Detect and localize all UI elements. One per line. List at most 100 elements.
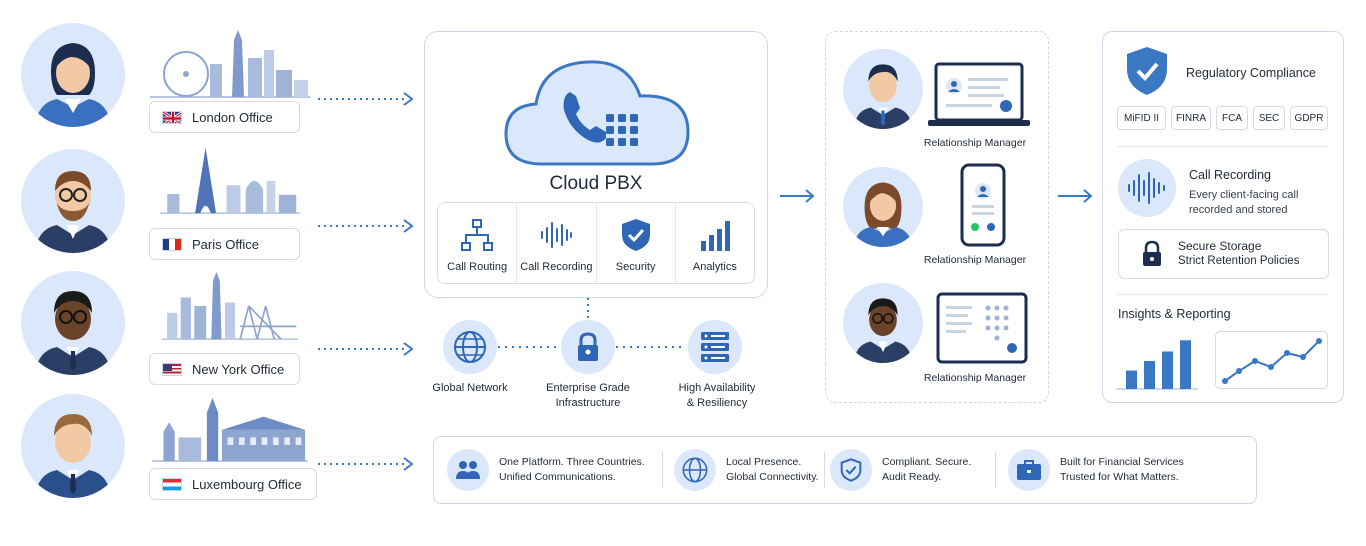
connector-arrow: [318, 457, 414, 471]
recording-icon-circle: [1118, 159, 1176, 217]
feature-label: Call Routing: [447, 261, 508, 273]
luxembourg-skyline-icon: [152, 397, 308, 462]
infra-high-availability: [688, 320, 742, 374]
tablet-dialpad-icon: [936, 292, 1028, 364]
arrow-right-icon: [1058, 189, 1093, 203]
banner-separator: [824, 452, 825, 488]
secure-storage-card: [1118, 229, 1329, 279]
insights-line-card: [1215, 331, 1328, 389]
infra-connector: [498, 346, 562, 348]
regulation-tag: FINRA: [1171, 106, 1211, 130]
server-icon: [701, 332, 729, 362]
shield-check-icon: [1127, 47, 1167, 95]
banner-separator: [662, 452, 663, 488]
connector-arrow: [318, 92, 414, 106]
trend-line-icon: [1222, 338, 1322, 384]
banner-line: Local Presence.: [726, 456, 802, 468]
infra-label-line: Infrastructure: [555, 397, 621, 409]
banner-line: Built for Financial Services: [1060, 456, 1184, 468]
office-name: New York Office: [192, 361, 285, 377]
avatar-london: [21, 23, 125, 127]
office-label-london: London Office: [149, 101, 300, 133]
feature-label: Analytics: [692, 261, 737, 273]
regulation-tag: SEC: [1253, 106, 1285, 130]
smartphone-crm-icon: [960, 163, 1006, 247]
infra-label-line: High Availability: [678, 382, 756, 394]
avatar-paris: [21, 149, 125, 253]
infra-label-line: Global Network: [432, 382, 508, 394]
banner-item-presence: Local Presence. Global Connectivity.: [674, 449, 819, 491]
office-name: Luxembourg Office: [192, 476, 302, 492]
manager-label: Relationship Manager: [923, 372, 1027, 384]
office-name: Paris Office: [192, 236, 259, 252]
infra-label-line: Enterprise Grade: [546, 382, 630, 394]
recording-title: Call Recording: [1189, 168, 1271, 182]
feature-call-routing: Call Routing: [438, 203, 518, 283]
manager-label: Relationship Manager: [923, 137, 1027, 149]
pbx-title: Cloud PBX: [549, 173, 643, 194]
lock-icon: [578, 332, 598, 361]
connector-arrow: [318, 219, 414, 233]
banner-line: Global Connectivity.: [726, 471, 819, 483]
newyork-skyline-icon: [162, 272, 298, 340]
manager-avatar: [843, 167, 923, 247]
banner-line: Audit Ready.: [882, 471, 942, 483]
compliance-panel: [1102, 31, 1344, 403]
managers-panel: [825, 31, 1049, 403]
feature-security: Security: [597, 203, 676, 283]
infra-global-network: [443, 320, 497, 374]
regulation-tag: FCA: [1216, 106, 1248, 130]
infra-label: High Availability & Resiliency: [652, 381, 782, 411]
pbx-features: Call Routing Call Recording Security Ana…: [437, 202, 755, 284]
infra-label: Global Network: [405, 381, 535, 396]
insights-bar-chart: [1116, 340, 1198, 390]
laptop-crm-icon: [928, 62, 1030, 126]
office-name: London Office: [192, 109, 273, 125]
insight-bar: [1162, 351, 1173, 389]
banner-separator: [995, 452, 996, 488]
divider: [1117, 294, 1328, 295]
insight-bar: [1126, 370, 1137, 389]
office-label-newyork: New York Office: [149, 353, 300, 385]
bar-chart-icon: [700, 221, 730, 251]
office-label-luxembourg: Luxembourg Office: [149, 468, 317, 500]
compliance-title: Regulatory Compliance: [1186, 66, 1316, 80]
avatar-luxembourg: [21, 394, 125, 498]
infra-label-line: & Resiliency: [686, 397, 748, 409]
regulation-tag: MiFID II: [1117, 106, 1166, 130]
manager-avatar: [843, 283, 923, 363]
briefcase-icon: [1008, 449, 1050, 491]
uk-flag-icon: [162, 110, 182, 124]
london-skyline-icon: [150, 30, 310, 98]
network-tree-icon: [461, 219, 494, 251]
manager-label: Relationship Manager: [923, 254, 1027, 266]
manager-avatar: [843, 49, 923, 129]
insight-bar: [1180, 340, 1191, 389]
usa-flag-icon: [162, 362, 182, 376]
storage-desc: Strict Retention Policies: [1178, 255, 1300, 267]
paris-skyline-icon: [160, 147, 300, 214]
banner-item-platform: One Platform. Three Countries. Unified Co…: [447, 449, 645, 491]
shield-check-icon: [621, 219, 650, 251]
storage-title: Secure Storage: [1178, 239, 1262, 253]
france-flag-icon: [162, 237, 182, 251]
luxembourg-flag-icon: [162, 477, 182, 491]
regulation-tag: GDPR: [1290, 106, 1328, 130]
insights-title: Insights & Reporting: [1118, 307, 1231, 321]
soundwave-icon: [1128, 172, 1165, 204]
arrow-right-icon: [780, 189, 815, 203]
connector-arrow: [318, 342, 414, 356]
feature-call-recording: Call Recording: [517, 203, 597, 283]
globe-icon: [674, 449, 716, 491]
banner-line: Unified Communications.: [499, 471, 616, 483]
infra-label: Enterprise Grade Infrastructure: [523, 381, 653, 411]
banner-item-compliant: Compliant. Secure.Audit Ready.: [830, 449, 971, 491]
vertical-connector: [587, 298, 589, 322]
infra-connector: [616, 346, 686, 348]
feature-label: Security: [615, 261, 656, 273]
users-icon: [447, 449, 489, 491]
recording-desc: recorded and stored: [1189, 204, 1288, 216]
lock-icon: [1143, 240, 1161, 266]
banner-line: One Platform. Three Countries.: [499, 456, 645, 468]
